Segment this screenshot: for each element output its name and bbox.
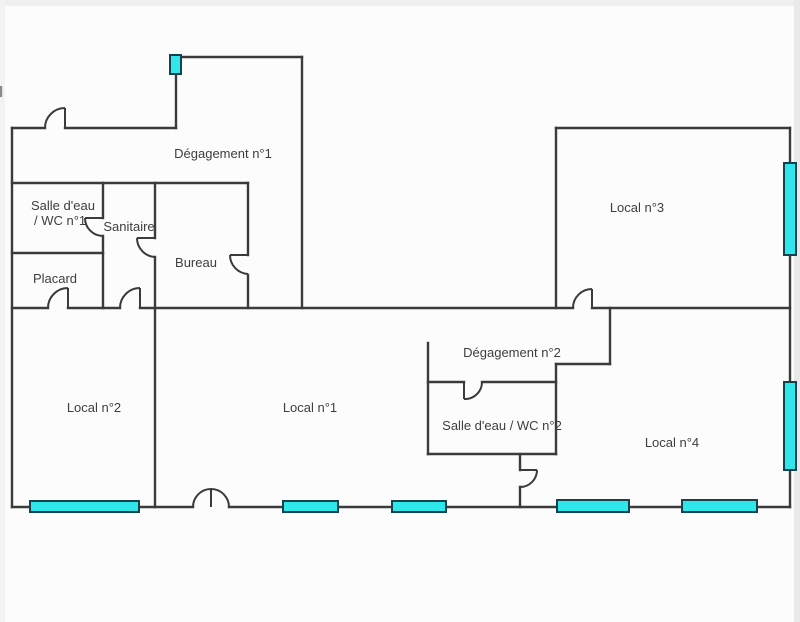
window-local1-south-a-icon [282, 500, 339, 513]
windows [29, 54, 797, 513]
label-degagement-1: Dégagement n°1 [174, 146, 272, 161]
window-local2-south-icon [29, 500, 140, 513]
label-local-2: Local n°2 [67, 400, 121, 415]
label-local-3: Local n°3 [610, 200, 664, 215]
door-double-local-1 [192, 488, 230, 508]
window-local4-south-b-icon [681, 499, 758, 513]
door-placard [47, 287, 69, 309]
door-degagement-2 [463, 381, 484, 401]
window-local3-east-icon [783, 162, 797, 256]
door-entrance-north [44, 107, 66, 129]
door-bureau [228, 254, 249, 275]
label-placard: Placard [33, 271, 77, 286]
page-edge-right [794, 0, 800, 622]
label-bureau: Bureau [175, 255, 217, 270]
window-top-entry-icon [169, 54, 182, 75]
label-local-4: Local n°4 [645, 435, 699, 450]
window-local4-east-icon [783, 381, 797, 471]
door-local-3 [572, 288, 593, 309]
label-local-1: Local n°1 [283, 400, 337, 415]
label-salle-eau-wc-1-line2: / WC n°1 [34, 213, 86, 228]
door-salle-eau-1 [84, 217, 104, 237]
door-sanitaire-south [119, 287, 141, 309]
label-salle-eau-wc-1-line1: Salle d'eau [31, 198, 95, 213]
label-salle-eau-wc-2: Salle d'eau / WC n°2 [442, 418, 562, 433]
room-labels: Dégagement n°1 Salle d'eau / WC n°1 Sani… [31, 146, 699, 450]
doors [44, 107, 593, 508]
door-salle-eau-2 [519, 469, 538, 488]
page-edge-top [0, 0, 800, 6]
window-local4-south-a-icon [556, 499, 630, 513]
page-edge-left [0, 0, 5, 622]
label-salle-eau-wc-1: Salle d'eau / WC n°1 [31, 198, 99, 228]
label-sanitaire: Sanitaire [103, 219, 154, 234]
window-local1-south-b-icon [391, 500, 447, 513]
label-degagement-2: Dégagement n°2 [463, 345, 561, 360]
door-sanitaire [135, 237, 156, 258]
